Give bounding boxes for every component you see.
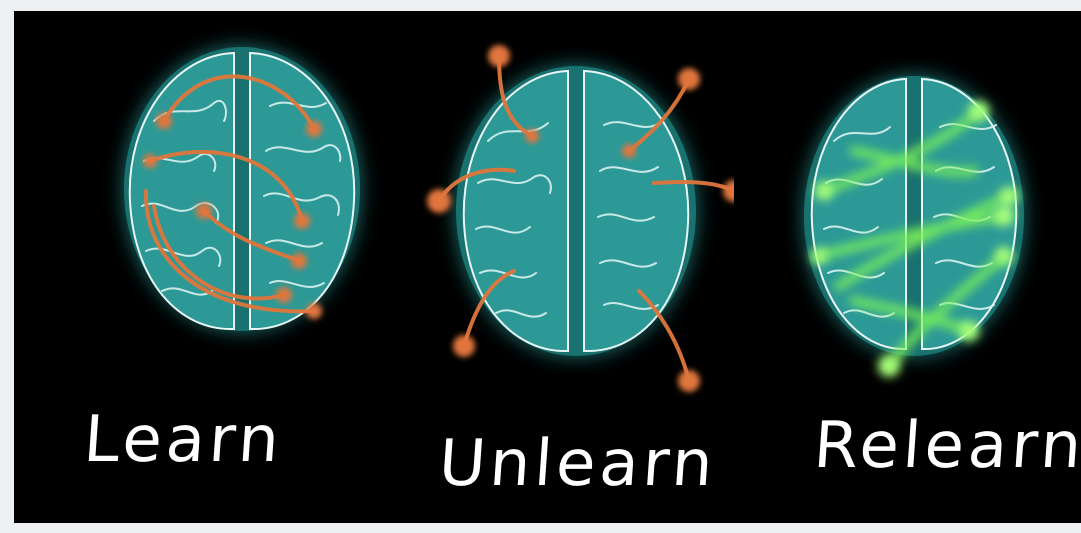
learn-brain-shape — [124, 47, 360, 331]
unlearn-caption: Unlearn — [436, 427, 719, 501]
learn-caption: Learn — [81, 403, 285, 477]
relearn-panel: Relearn — [764, 11, 1081, 523]
illustration-frame: Learn — [14, 11, 1081, 523]
unlearn-panel: Unlearn — [404, 11, 734, 523]
unlearn-brain-shape — [456, 66, 696, 356]
learn-panel: Learn — [84, 11, 414, 523]
relearn-caption: Relearn — [811, 409, 1081, 483]
